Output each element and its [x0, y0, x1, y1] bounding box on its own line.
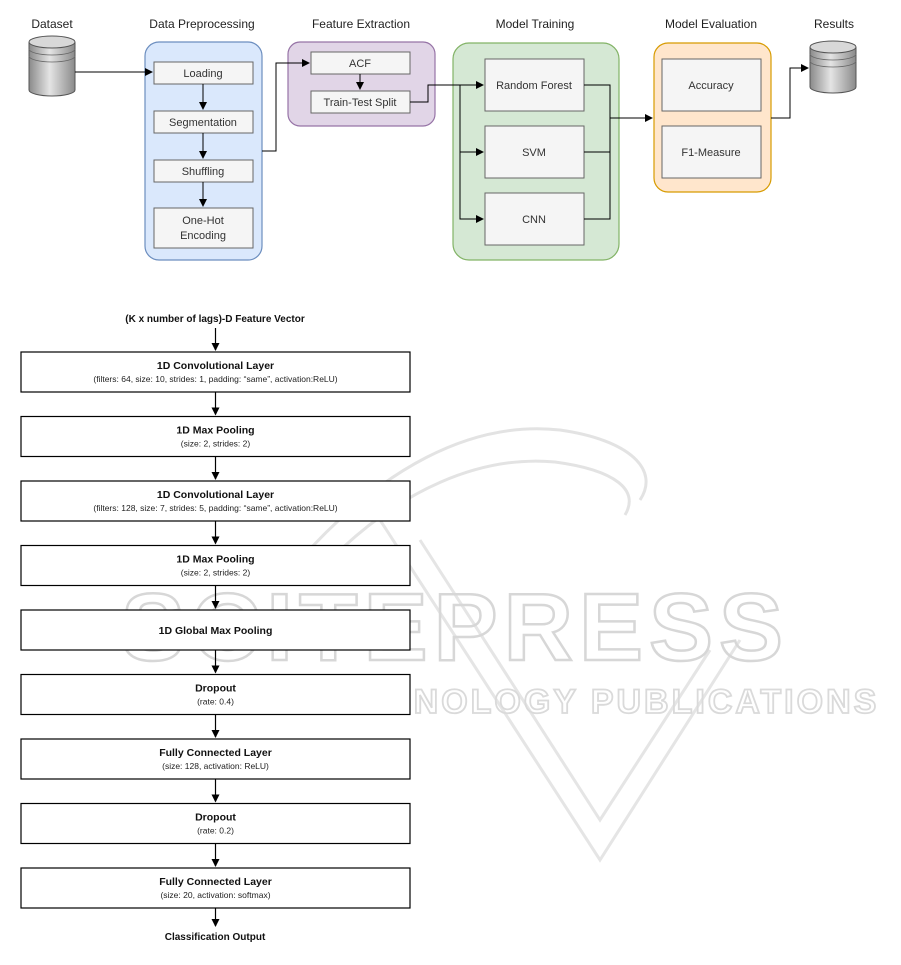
cnn-layer-title: 1D Max Pooling [176, 425, 254, 437]
cnn-output-label: Classification Output [165, 932, 266, 943]
pipeline-connectors [75, 59, 809, 223]
cnn-layer-title: 1D Convolutional Layer [157, 489, 274, 501]
cnn-layer-title: Dropout [195, 812, 236, 824]
cnn-layer-box [20, 867, 411, 909]
cnn-layer-detail: (rate: 0.4) [197, 697, 234, 707]
header-dataset: Dataset [31, 17, 73, 31]
random-forest-label: Random Forest [496, 80, 572, 92]
accuracy-label: Accuracy [688, 80, 734, 92]
cnn-box [484, 192, 585, 246]
cnn-layer-box [20, 738, 411, 780]
train-test-split-label: Train-Test Split [324, 97, 397, 109]
cnn-layer-title: Fully Connected Layer [159, 876, 272, 888]
one-hot-encoding-box [153, 207, 254, 249]
f1-measure-label: F1-Measure [681, 147, 740, 159]
cnn-layer-detail: (filters: 64, size: 10, strides: 1, padd… [93, 374, 337, 384]
header-preprocessing: Data Preprocessing [149, 17, 254, 31]
dataset-database-icon [28, 35, 76, 97]
results-database-icon [809, 40, 857, 94]
accuracy-box [661, 58, 762, 112]
cnn-layer-detail: (filters: 128, size: 7, strides: 5, padd… [93, 503, 337, 513]
header-feature-extraction: Feature Extraction [312, 17, 410, 31]
cnn-input-label: (K x number of lags)-D Feature Vector [125, 314, 305, 325]
cnn-layer-box [20, 544, 411, 587]
cnn-layer-title: 1D Global Max Pooling [159, 625, 273, 637]
svm-label: SVM [522, 147, 546, 159]
cnn-layer-detail: (size: 2, strides: 2) [181, 439, 251, 449]
encoding-label: Encoding [180, 230, 226, 242]
cnn-layer-box [20, 351, 411, 393]
cnn-layer-box [20, 415, 411, 458]
cnn-layer-box [20, 802, 411, 845]
cnn-layer-stack: 1D Convolutional Layer (filters: 64, size… [20, 328, 411, 927]
shuffling-label: Shuffling [182, 166, 225, 178]
cnn-layer-box [20, 673, 411, 716]
cnn-layer-detail: (size: 128, activation: ReLU) [162, 761, 269, 771]
cnn-label: CNN [522, 214, 546, 226]
cnn-layer-detail: (rate: 0.2) [197, 826, 234, 836]
cnn-layer-box [20, 480, 411, 522]
acf-label: ACF [349, 58, 371, 70]
cnn-layer-box [20, 609, 411, 651]
header-model-training: Model Training [496, 17, 575, 31]
f1-measure-box [661, 125, 762, 179]
cnn-layer-detail: (size: 20, activation: softmax) [160, 890, 270, 900]
cnn-layer-detail: (size: 2, strides: 2) [181, 568, 251, 578]
random-forest-box [484, 58, 585, 112]
loading-label: Loading [183, 68, 222, 80]
cnn-layer-title: Dropout [195, 683, 236, 695]
cnn-layer-title: Fully Connected Layer [159, 747, 272, 759]
header-model-evaluation: Model Evaluation [665, 17, 757, 31]
cnn-layer-title: 1D Convolutional Layer [157, 360, 274, 372]
segmentation-label: Segmentation [169, 117, 237, 129]
header-results: Results [814, 17, 854, 31]
one-hot-label: One-Hot [182, 215, 224, 227]
cnn-layer-title: 1D Max Pooling [176, 554, 254, 566]
